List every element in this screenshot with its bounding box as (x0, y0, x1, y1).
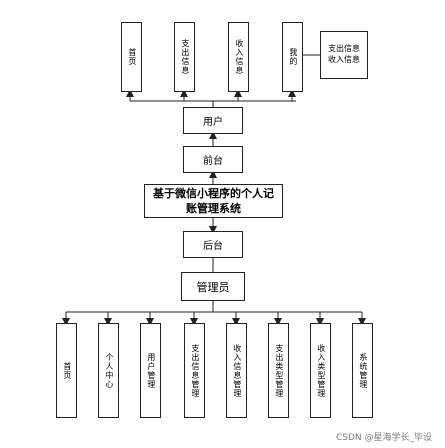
bottom-module-profile: 个人中心 (98, 323, 119, 418)
frontend-box-label: 前台 (203, 156, 223, 167)
admin-box-label: 管理员 (196, 280, 230, 294)
bottom-module-home-label: 首页 (62, 361, 72, 380)
top-module-expense-label: 支出信息 (180, 39, 190, 75)
side-box-line-2: 收入信息 (328, 55, 360, 64)
top-module-home-label: 首页 (127, 48, 137, 66)
bottom-module-system-mgmt-label: 系统管理 (358, 352, 368, 389)
system-title-box: 基于微信小程序的个人记 账管理系统 (144, 184, 283, 218)
bottom-module-user-mgmt-label: 用户管理 (146, 352, 156, 389)
user-box: 用户 (183, 107, 243, 134)
bottom-module-income-mgmt-label: 收入信息管理 (232, 343, 242, 398)
admin-box: 管理员 (181, 272, 245, 301)
backend-box-label: 后台 (203, 241, 223, 252)
user-box-label: 用户 (203, 117, 223, 128)
top-module-mine-label: 我的 (288, 48, 298, 66)
bottom-module-income-type-mgmt: 收入类型管理 (310, 323, 331, 418)
bottom-module-income-mgmt: 收入信息管理 (226, 323, 247, 418)
watermark-text: CSDN @星海学长_毕设 (336, 433, 433, 443)
top-module-mine: 我的 (282, 22, 303, 92)
bottom-module-system-mgmt: 系统管理 (352, 323, 373, 418)
bottom-module-home: 首页 (56, 323, 77, 418)
bottom-module-expense-type-mgmt-label: 支出类型管理 (274, 343, 284, 398)
bottom-module-income-type-mgmt-label: 收入类型管理 (316, 343, 326, 398)
bottom-module-expense-mgmt-label: 支出信息管理 (190, 343, 200, 398)
bottom-module-expense-type-mgmt: 支出类型管理 (268, 323, 289, 418)
top-module-expense: 支出信息 (174, 22, 195, 92)
frontend-box: 前台 (183, 146, 243, 173)
bottom-module-expense-mgmt: 支出信息管理 (184, 323, 205, 418)
top-module-income-label: 收入信息 (234, 39, 244, 75)
system-title-line-1: 基于微信小程序的个人记 (153, 186, 274, 200)
system-title-line-2: 账管理系统 (186, 202, 241, 215)
bottom-module-profile-label: 个人中心 (104, 352, 114, 389)
top-module-income: 收入信息 (228, 22, 249, 92)
bottom-module-user-mgmt: 用户管理 (140, 323, 161, 418)
top-module-home: 首页 (121, 22, 142, 92)
mine-submodules-box: 支出信息 收入信息 (320, 31, 368, 79)
backend-box: 后台 (183, 231, 243, 258)
side-box-line-1: 支出信息 (328, 44, 360, 54)
